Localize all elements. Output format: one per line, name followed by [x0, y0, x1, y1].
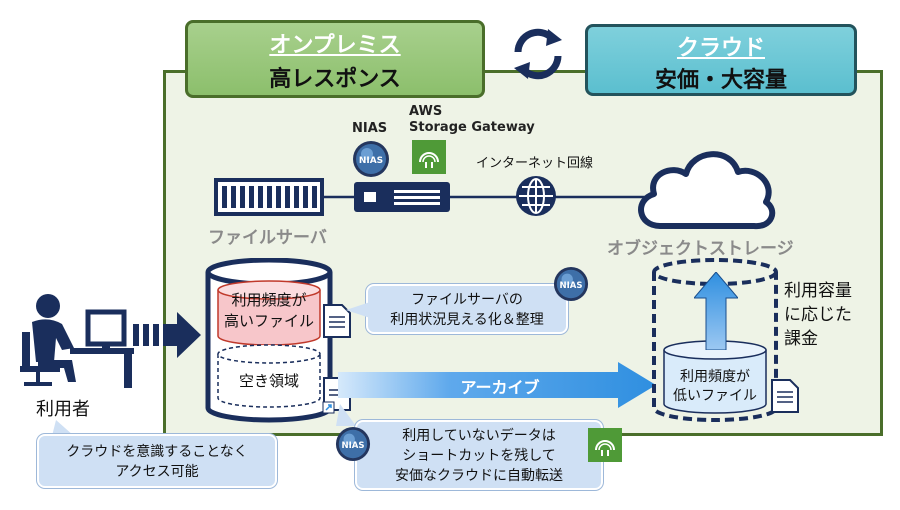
- archive-label: アーカイブ: [460, 378, 540, 397]
- gateway-appliance-icon: [354, 182, 450, 212]
- user-label: 利用者: [36, 399, 90, 420]
- internet-label: インターネット回線: [476, 156, 594, 171]
- file-server-storage: [205, 258, 333, 423]
- nias-logo-icon: NIAS: [353, 141, 389, 177]
- svg-text:NIAS: NIAS: [359, 156, 383, 166]
- nias-label: NIAS: [352, 121, 388, 136]
- user-at-desk-icon: [20, 294, 134, 388]
- visualize-line-1: ファイルサーバの: [411, 292, 523, 308]
- cloud-tab: クラウド 安価・大容量: [585, 24, 857, 96]
- document-icon: [323, 304, 351, 338]
- user-callout-pointer: [52, 420, 74, 436]
- aws-gateway-badge-icon: [588, 428, 622, 462]
- globe-icon: [516, 176, 556, 216]
- billing-line-2: に応じた: [784, 305, 852, 325]
- user-callout-line-1: クラウドを意識することなく: [66, 444, 248, 460]
- user-access-arrow: [133, 312, 201, 358]
- visualize-line-2: 利用状況見える化＆整理: [390, 312, 544, 328]
- free-area-label: 空き領域: [238, 372, 299, 390]
- storage-gateway-label: Storage Gateway: [409, 120, 535, 135]
- cloud-icon: [638, 151, 776, 230]
- nias-badge-bottom-icon: NIAS: [335, 426, 371, 462]
- onprem-subtitle: 高レスポンス: [269, 67, 401, 92]
- object-storage-cylinder: [652, 258, 778, 422]
- visualize-callout: ファイルサーバの 利用状況見える化＆整理: [366, 284, 568, 334]
- cloud-title: クラウド: [676, 36, 765, 61]
- shortcut-callout: 利用していないデータは ショートカットを残して 安価なクラウドに自動転送: [355, 420, 603, 490]
- sync-icon: [514, 28, 562, 80]
- file-server-label: ファイルサーバ: [208, 228, 327, 248]
- low-freq-label-2: 低いファイル: [673, 388, 757, 404]
- cloud-document-icon: [771, 379, 799, 413]
- cloud-subtitle: 安価・大容量: [654, 68, 787, 93]
- archive-arrow: [338, 362, 656, 408]
- visualize-callout-pointer: [346, 302, 370, 318]
- aws-label: AWS: [409, 104, 443, 119]
- svg-text:NIAS: NIAS: [559, 281, 582, 291]
- nias-badge-icon: NIAS: [553, 266, 589, 302]
- onprem-title: オンプレミス: [269, 33, 401, 58]
- onprem-tab: オンプレミス 高レスポンス: [185, 20, 485, 98]
- file-server-icon: [214, 178, 324, 216]
- shortcut-line-2: ショートカットを残して: [402, 448, 556, 464]
- high-freq-label-1: 利用頻度が: [231, 291, 307, 309]
- low-freq-label-1: 利用頻度が: [680, 369, 750, 385]
- svg-text:NIAS: NIAS: [341, 441, 364, 451]
- high-freq-label-2: 高いファイル: [223, 312, 314, 330]
- shortcut-line-1: 利用していないデータは: [402, 428, 556, 444]
- capacity-up-arrow: [694, 272, 738, 350]
- aws-storage-gateway-icon: [412, 140, 446, 174]
- user-callout: クラウドを意識することなく アクセス可能: [37, 434, 277, 488]
- object-storage-label: オブジェクトストレージ: [607, 239, 794, 259]
- shortcut-callout-pointer: [336, 404, 356, 426]
- user-callout-line-2: アクセス可能: [115, 464, 199, 480]
- billing-line-1: 利用容量: [784, 281, 852, 301]
- shortcut-line-3: 安価なクラウドに自動転送: [395, 468, 563, 484]
- billing-line-3: 課金: [784, 329, 818, 349]
